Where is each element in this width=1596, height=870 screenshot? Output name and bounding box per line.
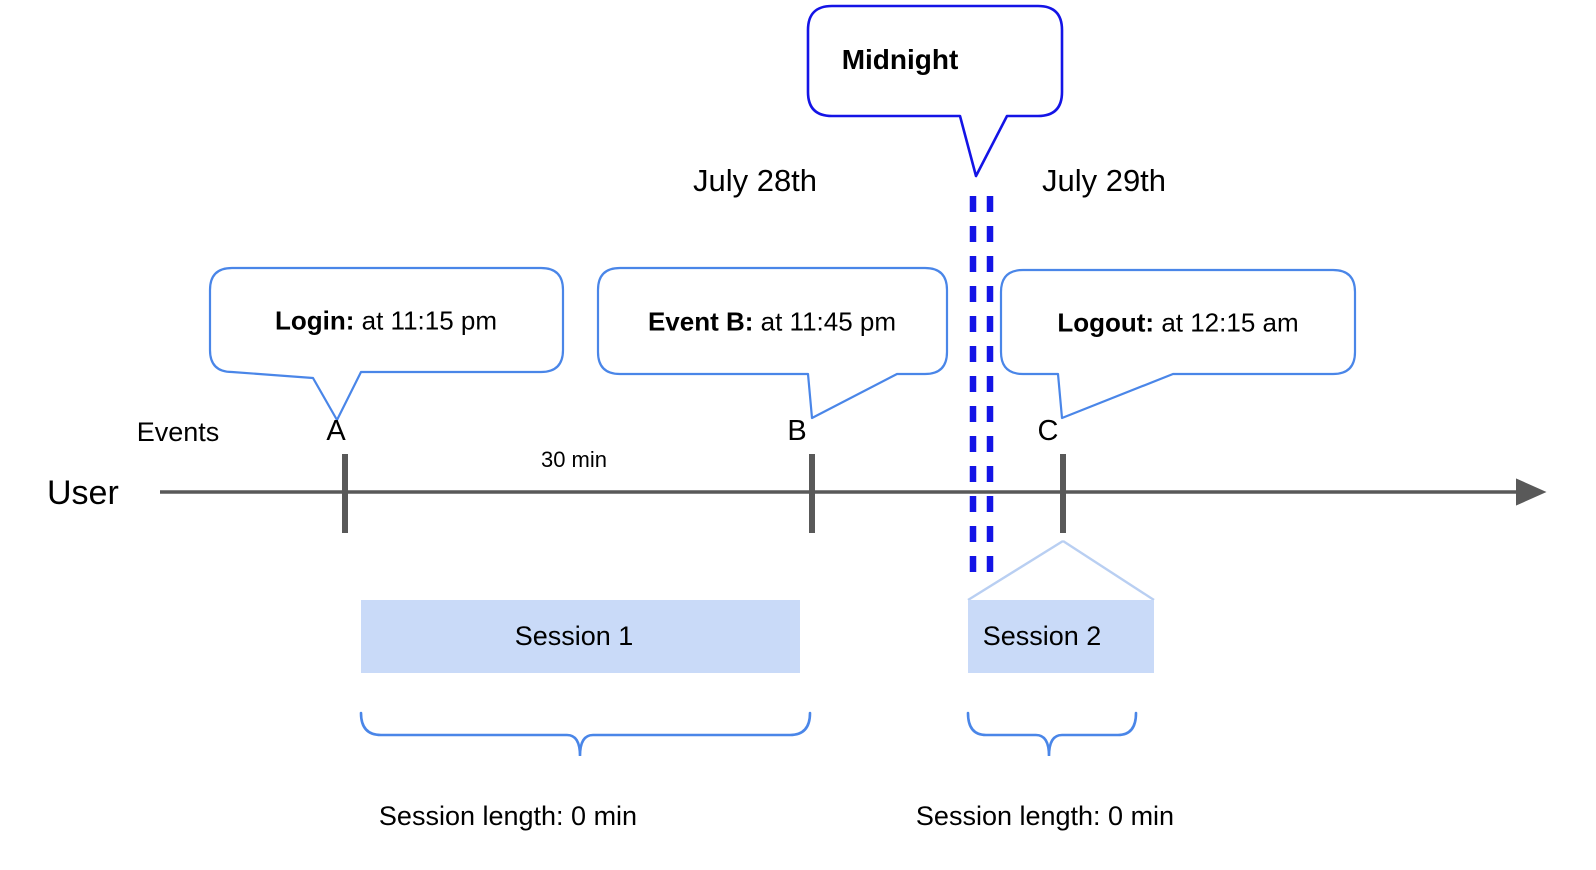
user-row-label: User (47, 474, 119, 512)
event-b-callout-label: Event B: at 11:45 pm (648, 307, 896, 338)
event-point-label-a: A (326, 415, 346, 447)
login-callout-rest: at 11:15 pm (354, 305, 498, 336)
event-point-label-b: B (787, 415, 807, 447)
logout-callout-shape (999, 268, 1357, 420)
session-2-brace (966, 711, 1138, 757)
event-b-callout-shape (596, 266, 949, 420)
event-point-label-c: C (1037, 415, 1059, 447)
logout-callout-bold: Logout: (1057, 307, 1155, 338)
logout-callout-rest: at 12:15 am (1154, 307, 1299, 338)
date-label-july-28: July 28th (692, 163, 818, 198)
login-callout-shape (208, 266, 565, 422)
duration-label-30min: 30 min (540, 447, 608, 472)
session-1-box (361, 600, 800, 673)
event-b-callout-bold: Event B: (647, 306, 754, 337)
login-callout-bold: Login: (274, 305, 355, 336)
session2-connector-lines (967, 539, 1155, 602)
session-1-length-label: Session length: 0 min (378, 801, 638, 831)
session-2-box (968, 600, 1154, 673)
midnight-dashed-lines (969, 196, 994, 578)
events-row-label: Events (136, 417, 220, 447)
event-b-callout-rest: at 11:45 pm (753, 306, 897, 337)
midnight-callout-shape (806, 4, 1064, 178)
event-tick-marks (342, 454, 1066, 533)
session-2-length-label: Session length: 0 min (915, 801, 1175, 831)
logout-callout-label: Logout: at 12:15 am (1057, 308, 1298, 339)
session-2-label: Session 2 (982, 621, 1102, 651)
date-label-july-29: July 29th (1041, 163, 1167, 198)
session-1-brace (359, 711, 812, 757)
midnight-callout-label: Midnight (841, 44, 959, 75)
session-boxes (361, 600, 1154, 673)
login-callout-label: Login: at 11:15 pm (275, 306, 497, 337)
session-1-label: Session 1 (514, 621, 634, 651)
